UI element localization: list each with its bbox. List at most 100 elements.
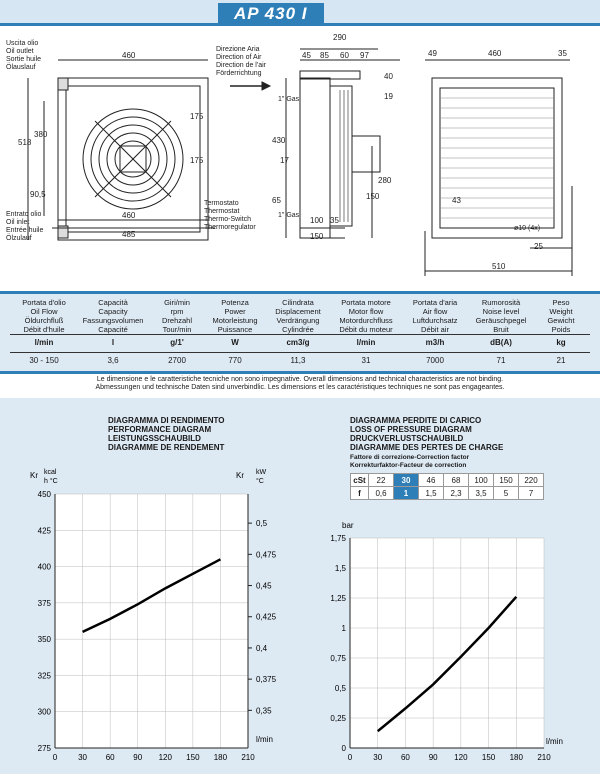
- dim-side-430: 430: [272, 136, 286, 145]
- performance-curve: [82, 558, 222, 634]
- x-tick-label: 30: [373, 753, 382, 762]
- pressure-loss-curve: [376, 595, 518, 733]
- right-axis-unit-bot: °C: [256, 477, 264, 485]
- spec-value: 7000: [426, 356, 444, 365]
- spec-value: 31: [361, 356, 371, 365]
- x-tick-label: 60: [106, 753, 115, 762]
- dim-back-510: 510: [492, 262, 506, 271]
- dim-side-35: 35: [330, 216, 339, 225]
- gas-top-label: 1" Gas: [278, 96, 300, 103]
- spec-header: Peso Weight Gewicht Poids: [547, 298, 575, 334]
- dim-h380: 380: [34, 130, 48, 139]
- dim-back-25: 25: [534, 242, 543, 251]
- cst-value: 46: [418, 473, 444, 487]
- dim-h518: 518: [18, 138, 32, 147]
- spec-header: Rumorosità Noise level Geräuschpegel Bru…: [475, 298, 527, 334]
- y2-tick-label: 0,4: [256, 644, 268, 653]
- f-value: 7: [518, 486, 544, 500]
- dim-side-150v: 150: [366, 192, 380, 201]
- left-axis-kr: Kr: [30, 471, 38, 480]
- x-tick-label: 0: [53, 753, 58, 762]
- y-tick-label: 375: [38, 599, 52, 608]
- fin-hatch: [440, 97, 554, 219]
- y-axis-unit: bar: [342, 521, 354, 530]
- dim-back-35: 35: [558, 49, 567, 58]
- spec-value: 21: [556, 356, 566, 365]
- dim-front-total: 485: [122, 230, 136, 239]
- y-tick-label: 1,25: [330, 594, 346, 603]
- dim-h175b: 175: [190, 156, 204, 165]
- y-tick-label: 400: [38, 563, 52, 572]
- spec-table: Portata d'olio Oil Flow Öldurchfluß Débi…: [0, 291, 600, 374]
- y2-tick-label: 0,35: [256, 706, 272, 715]
- spec-unit: cm3/g: [286, 338, 310, 347]
- motor-mount: [119, 145, 147, 173]
- hole-label: ø10 (4x): [514, 225, 541, 232]
- x-tick-label: 150: [482, 753, 496, 762]
- gas-bot-label: 1" Gas: [278, 212, 300, 219]
- right-axis-kr: Kr: [236, 471, 244, 480]
- spec-unit: dB(A): [490, 338, 512, 347]
- spec-header: Giri/min rpm Drehzahl Tour/min: [161, 298, 192, 334]
- y-tick-label: 425: [38, 526, 52, 535]
- y-tick-label: 0,25: [330, 714, 346, 723]
- left-axis-unit-bot: h °C: [44, 477, 58, 485]
- x-tick-label: 30: [78, 753, 87, 762]
- spec-value: 11,3: [290, 356, 306, 365]
- x-tick-label: 150: [186, 753, 200, 762]
- y-tick-label: 1,5: [335, 564, 347, 573]
- side-motor: [351, 135, 381, 173]
- y2-tick-label: 0,475: [256, 550, 277, 559]
- y-tick-label: 1,75: [330, 534, 346, 543]
- f-value: 2,3: [443, 486, 469, 500]
- oil-inlet-label: Entrato olio Oil inlet Entrée huile Ölzu…: [6, 211, 44, 242]
- right-axis-unit-top: kW: [256, 469, 267, 476]
- x-tick-label: 120: [454, 753, 468, 762]
- plot-area: [350, 538, 544, 748]
- dim-h175a: 175: [190, 112, 204, 121]
- y2-tick-label: 0,375: [256, 675, 277, 684]
- x-tick-label: 0: [348, 753, 353, 762]
- cst-value: 68: [443, 473, 469, 487]
- back-view-frame: [431, 77, 563, 239]
- spec-value: 71: [496, 356, 506, 365]
- spec-header: Capacità Capacity Fassungsvolumen Capaci…: [82, 298, 144, 334]
- thermostat-label: Termostato Thermostat Thermo-Switch Ther…: [204, 200, 256, 231]
- loss-chart-subtitle: Fattore di correzione-Correction factor …: [350, 454, 470, 469]
- spec-header: Potenza Power Motorleistung Puissance: [212, 298, 258, 334]
- x-tick-label: 90: [429, 753, 438, 762]
- y-tick-label: 0,5: [335, 684, 347, 693]
- y-tick-label: 325: [38, 671, 52, 680]
- dim-side-97: 97: [360, 51, 369, 60]
- dim-back-460: 460: [488, 49, 502, 58]
- y-tick-label: 0,75: [330, 654, 346, 663]
- dim-side-65: 65: [272, 196, 281, 205]
- y-tick-label: 350: [38, 635, 52, 644]
- technical-drawing: Uscita olio Oil outlet Sortie huile Ölau…: [0, 26, 600, 290]
- spec-unit: W: [231, 338, 239, 347]
- x-axis-unit: l/min: [256, 735, 273, 744]
- spec-value: 30 - 150: [29, 356, 59, 365]
- spec-header: Portata motore Motor flow Motordurchflus…: [339, 298, 393, 334]
- f-value: 3,5: [468, 486, 494, 500]
- dim-side-17: 17: [280, 156, 289, 165]
- dim-side-280: 280: [378, 176, 392, 185]
- y-tick-label: 275: [38, 744, 52, 753]
- cst-value: 22: [368, 473, 394, 487]
- air-direction-label: Direzione Aria Direction of Air Directio…: [216, 46, 266, 77]
- x-tick-label: 120: [159, 753, 173, 762]
- spec-value: 2700: [168, 356, 186, 365]
- page-title: AP 430 I: [218, 3, 324, 25]
- y-tick-label: 300: [38, 708, 52, 717]
- disclaimer-note: Le dimensione e le caratteristiche tecni…: [95, 376, 505, 391]
- x-tick-label: 210: [241, 753, 255, 762]
- spec-unit: m3/h: [425, 338, 445, 347]
- spec-unit: g/1': [170, 338, 184, 347]
- dim-side-60: 60: [340, 51, 349, 60]
- y-tick-label: 1: [342, 624, 347, 633]
- y2-tick-label: 0,425: [256, 613, 277, 622]
- dim-front-bottom: 460: [122, 211, 136, 220]
